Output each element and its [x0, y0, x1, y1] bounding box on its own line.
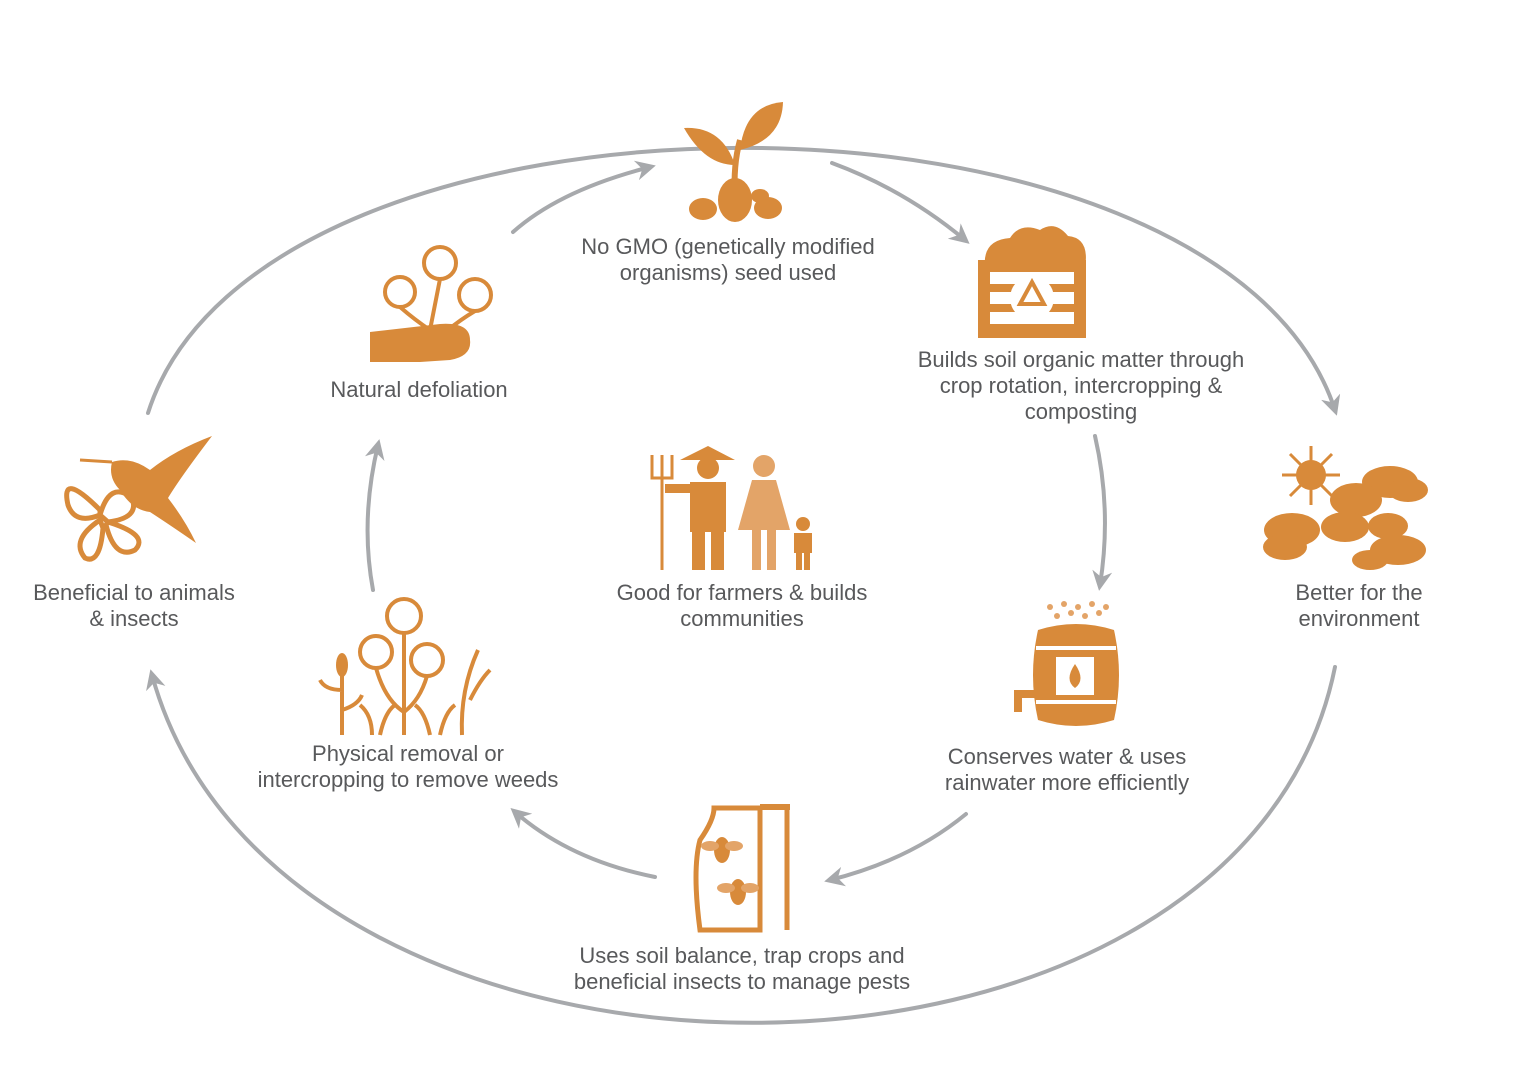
arrow-pests-to-weeds	[515, 812, 655, 877]
hand-holding-cotton-icon	[370, 247, 491, 362]
arrow-soil-to-water	[1095, 436, 1105, 585]
intercropping-plants-icon	[320, 599, 490, 735]
sprouting-seeds-icon	[684, 102, 783, 222]
rain-barrel-icon	[1014, 601, 1119, 726]
hummingbird-butterfly-icon	[67, 436, 212, 559]
arrow-defoliation-to-gmo	[513, 167, 650, 232]
label-defoliation: Natural defoliation	[330, 377, 507, 403]
compost-bin-icon	[978, 226, 1086, 338]
arrow-weeds-to-defoliation	[368, 445, 378, 590]
insect-trap-icon	[696, 804, 790, 930]
label-animals: Beneficial to animals& insects	[33, 580, 235, 632]
sun-clouds-icon	[1263, 446, 1428, 570]
arrow-gmo-to-soil	[832, 163, 965, 240]
farmer-family-icon	[652, 446, 812, 570]
arrow-water-to-pests	[830, 814, 966, 880]
